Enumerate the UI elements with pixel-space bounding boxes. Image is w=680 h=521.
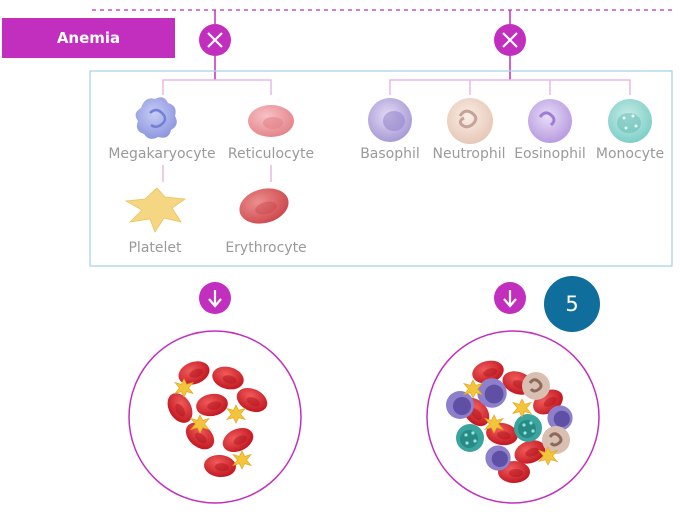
outcome-circle-left <box>128 330 302 504</box>
monocyte-image <box>608 99 652 143</box>
reticulocyte-image <box>248 105 294 137</box>
tree-connectors-right <box>389 79 631 95</box>
eosinophil-image <box>528 99 572 143</box>
erythrocyte-label: Erythrocyte <box>225 240 307 256</box>
cell-box <box>89 70 673 267</box>
x-circle-icon <box>492 22 528 58</box>
neutrophil-image <box>447 98 493 144</box>
reticulocyte-label: Reticulocyte <box>227 146 315 162</box>
step-number-badge: 5 <box>544 276 600 332</box>
down-arrow-circle-icon <box>492 280 528 316</box>
platelet-label: Platelet <box>128 240 182 256</box>
eosinophil-label: Eosinophil <box>514 146 586 162</box>
erythrocyte-image <box>239 188 289 224</box>
basophil-label: Basophil <box>360 146 420 162</box>
basophil-image <box>368 98 412 142</box>
megakaryocyte-label: Megakaryocyte <box>108 146 216 162</box>
monocyte-label: Monocyte <box>595 146 665 162</box>
megakaryocyte-image <box>135 97 177 139</box>
anemia-label: Anemia <box>2 18 175 58</box>
neutrophil-label: Neutrophil <box>432 146 506 162</box>
down-arrow-circle-icon <box>197 280 233 316</box>
platelet-image <box>124 187 187 233</box>
x-circle-icon <box>197 22 233 58</box>
tree-connectors-left <box>162 79 272 182</box>
